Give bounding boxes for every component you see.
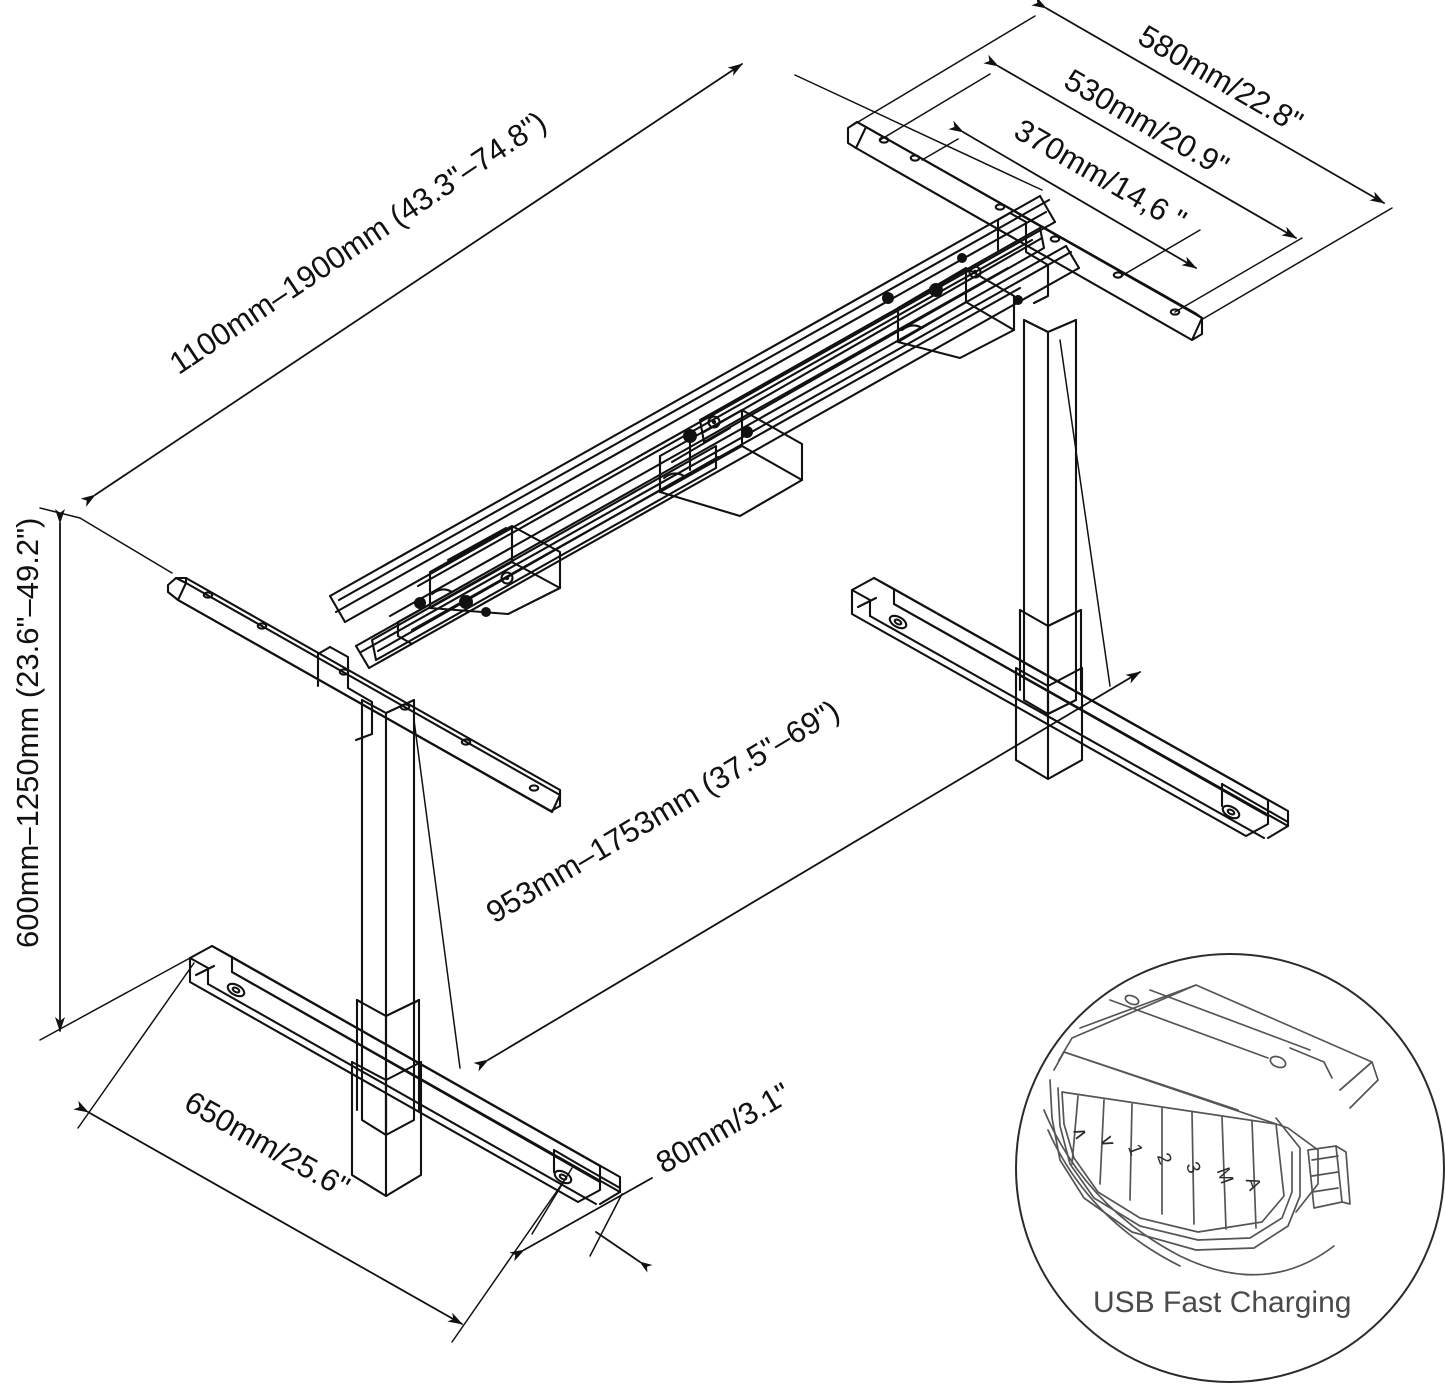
dimline-foot-length [73,962,567,1343]
dimline-height-range [39,507,191,1041]
dimline-bracket-370 [921,120,1201,279]
callout-circle [1015,953,1445,1383]
dimline-foot-width [509,1167,653,1273]
dimension-label-height-range: 600mm–1250mm (23.6"–49.2") [10,517,45,948]
left-foot [188,944,622,1206]
control-panel-sketch [1043,984,1379,1276]
usb-fast-charging-caption: USB Fast Charging [1093,1286,1352,1319]
dimline-crossbar-range [413,339,1141,1072]
